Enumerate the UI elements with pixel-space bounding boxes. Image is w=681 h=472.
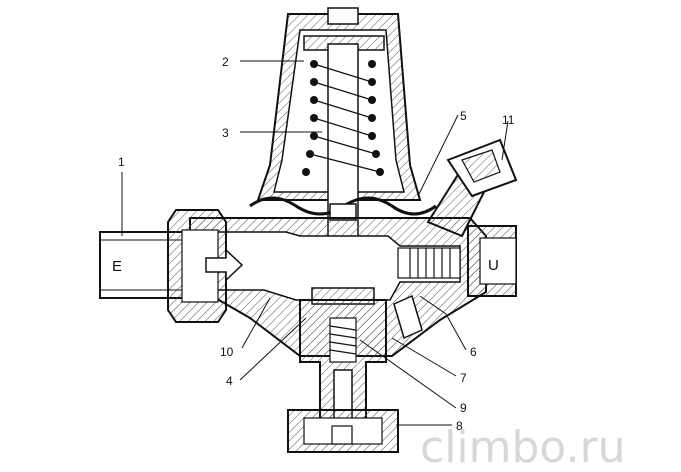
callout-1: 1 (118, 155, 125, 169)
gauge-port (426, 138, 518, 238)
filter-spring-cavity (329, 317, 357, 363)
watermark: climbo.ru (420, 422, 626, 472)
callout-11: 11 (502, 113, 515, 127)
filter-spring (329, 325, 357, 355)
callout-10: 10 (220, 345, 234, 359)
spring-diagonals (309, 63, 381, 173)
callout-5: 5 (460, 109, 467, 123)
inlet-label: E (112, 258, 122, 275)
flow-arrow-icon (205, 248, 244, 282)
check-insert (397, 247, 461, 279)
leader-lines (121, 60, 509, 426)
callout-9: 9 (460, 401, 467, 415)
callout-4: 4 (226, 374, 233, 388)
callout-3: 3 (222, 126, 229, 140)
outlet-label: U (488, 257, 499, 274)
callout-8: 8 (456, 419, 463, 433)
side-plug (393, 294, 423, 340)
cap-nut (331, 425, 353, 445)
adjusting-screw-head (327, 7, 359, 25)
callout-2: 2 (222, 55, 229, 69)
callout-7: 7 (460, 371, 467, 385)
callout-6: 6 (470, 345, 477, 359)
